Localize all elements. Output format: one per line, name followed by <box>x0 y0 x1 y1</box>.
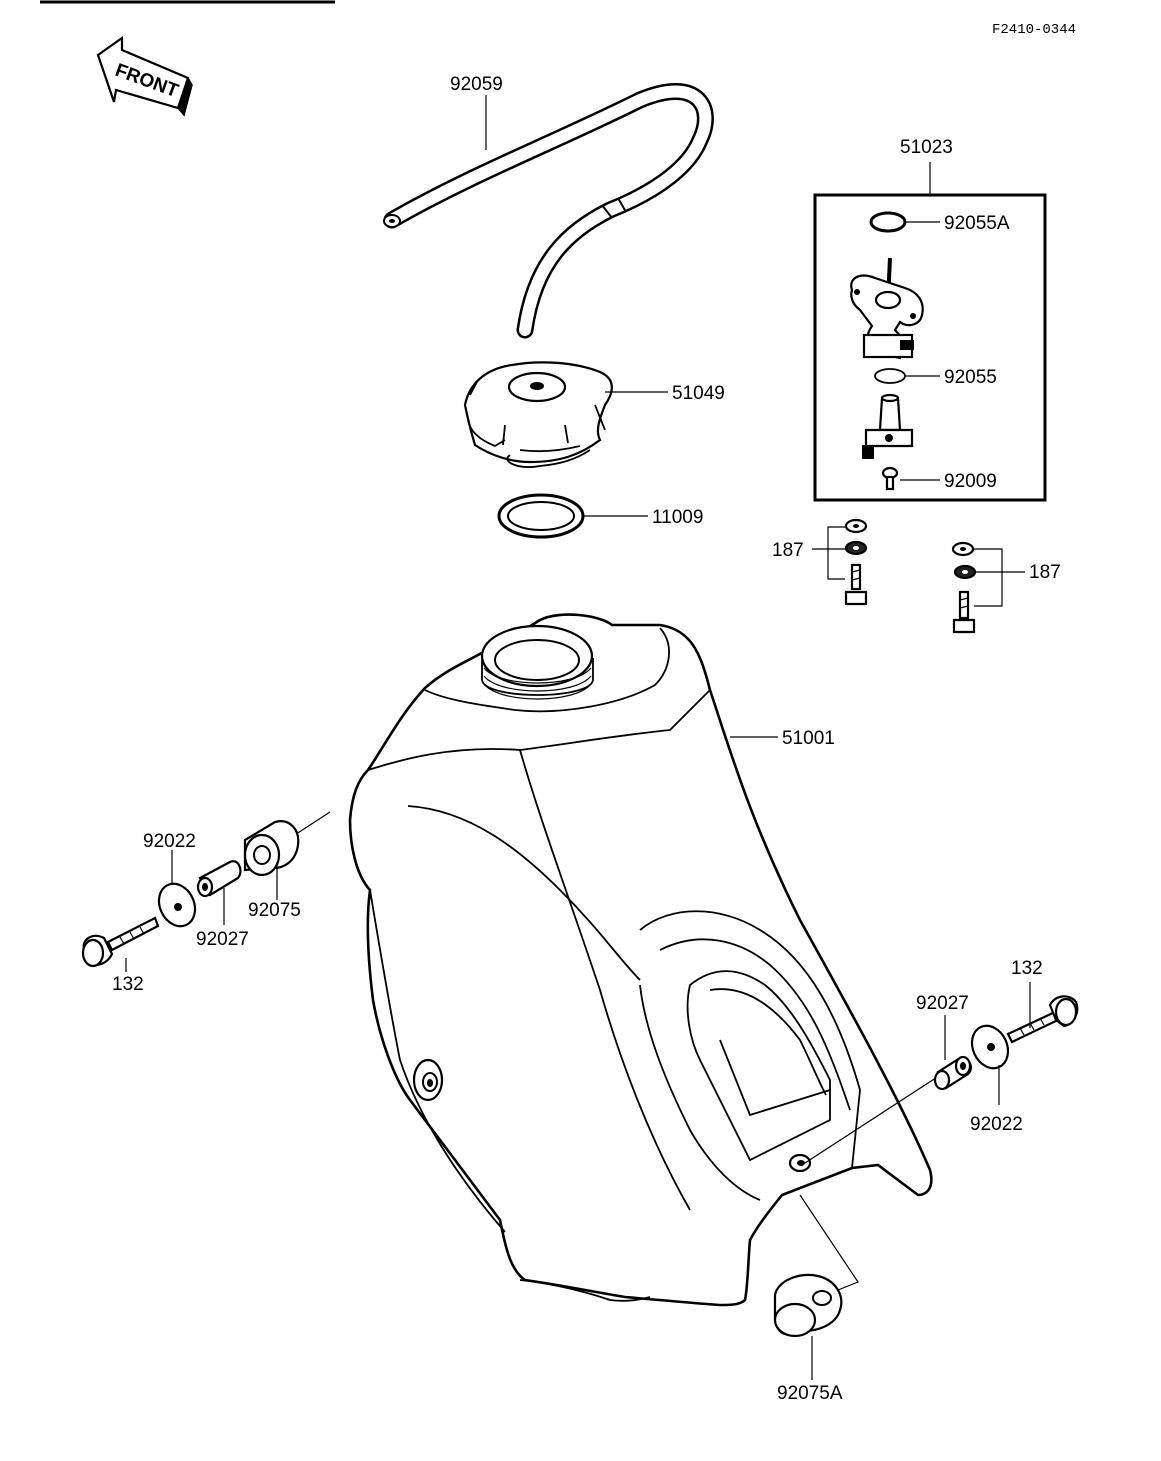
fuel-cock-assy-box <box>813 193 1047 502</box>
washer-92022-left <box>157 882 197 928</box>
bolt-set-right <box>951 541 977 634</box>
label-132-right: 132 <box>1011 958 1043 979</box>
label-92055a: 92055A <box>944 213 1010 234</box>
label-92055: 92055 <box>944 367 997 388</box>
label-132-left: 132 <box>112 974 144 995</box>
fuel-hose <box>383 83 714 339</box>
label-51001: 51001 <box>782 728 835 749</box>
label-92022-left: 92022 <box>143 831 196 852</box>
label-187-left: 187 <box>772 540 804 561</box>
front-arrow-icon: FRONT <box>96 35 193 117</box>
tank-cap <box>463 361 613 468</box>
label-92027-left: 92027 <box>196 929 249 950</box>
label-92075: 92075 <box>248 900 301 921</box>
label-51049: 51049 <box>672 383 725 404</box>
cap-gasket <box>497 493 585 539</box>
label-92022-right: 92022 <box>970 1114 1023 1135</box>
label-92009: 92009 <box>944 471 997 492</box>
fuel-tank <box>348 613 933 1307</box>
collar-92027-right <box>933 1055 972 1091</box>
damper-92075 <box>243 820 300 877</box>
label-92027-right: 92027 <box>916 993 969 1014</box>
fuel-strainer <box>862 393 914 459</box>
oring-92055 <box>874 368 906 384</box>
bolt-set-left <box>844 518 868 606</box>
damper-92075a <box>773 1273 843 1338</box>
screw-92009 <box>881 466 899 491</box>
label-187-right: 187 <box>1029 562 1061 583</box>
flange-bolt-132-right <box>1006 995 1079 1044</box>
label-51023: 51023 <box>900 137 953 158</box>
label-92075a: 92075A <box>777 1383 843 1404</box>
washer-92022-right <box>970 1024 1010 1070</box>
fuel-cock-body <box>850 257 924 360</box>
oring-92055a <box>869 211 907 233</box>
collar-92027-left <box>196 860 242 898</box>
flange-bolt-132-left <box>81 916 160 968</box>
label-92059: 92059 <box>450 74 503 95</box>
label-11009: 11009 <box>652 507 703 528</box>
drawing-code: F2410-0344 <box>992 22 1076 38</box>
